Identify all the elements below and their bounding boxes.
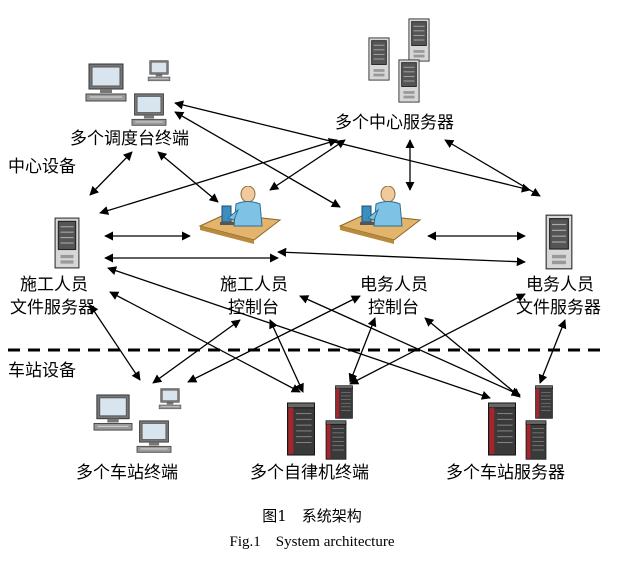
station-terminal-icon	[93, 394, 133, 431]
electrical-console-label-line2: 控制台	[368, 298, 419, 318]
construction-file-server-icon	[54, 217, 80, 269]
dispatch-terminal-icon	[131, 93, 167, 126]
figure-caption-en: Fig.1 System architecture	[230, 534, 395, 550]
construction-file-server-label-line1: 施工人员	[20, 275, 88, 295]
construction-console-label-line2: 控制台	[228, 298, 279, 318]
self-service-terminal-icon	[335, 385, 353, 419]
station-server-icon	[535, 385, 553, 419]
station-server-icon	[525, 420, 547, 460]
electrical-console-icon	[339, 186, 421, 245]
center-servers-label: 多个中心服务器	[335, 113, 454, 133]
construction-console-label-line1: 施工人员	[220, 275, 288, 295]
station-terminals-label: 多个车站终端	[76, 463, 178, 483]
construction-console-icon	[199, 186, 281, 245]
center-server-icon	[398, 59, 420, 103]
zone-label-center: 中心设备	[8, 157, 76, 177]
zone-label-station: 车站设备	[8, 361, 76, 381]
dispatch-terminal-icon	[147, 60, 171, 82]
station-terminal-icon	[158, 388, 182, 410]
electrical-file-server-icon	[545, 214, 573, 270]
station-terminal-icon	[136, 420, 172, 453]
self-service-terminal-icon	[286, 402, 316, 456]
construction-file-server-label-line2: 文件服务器	[10, 298, 95, 318]
center-server-icon	[408, 18, 430, 62]
station-server-icon	[487, 402, 517, 456]
dispatch-terminal-icon	[85, 63, 127, 102]
center-server-icon	[368, 37, 390, 81]
station-servers-label: 多个车站服务器	[446, 463, 565, 483]
electrical-console-label-line1: 电务人员	[360, 275, 428, 295]
connection-lines	[89, 100, 567, 400]
self-service-terminal-icon	[325, 420, 347, 460]
self-service-terminals-label: 多个自律机终端	[250, 463, 369, 483]
figure-caption-cn: 图1 系统架构	[262, 507, 362, 525]
electrical-file-server-label-line2: 文件服务器	[516, 298, 601, 318]
dispatch-terminals-label: 多个调度台终端	[70, 129, 189, 149]
electrical-file-server-label-line1: 电务人员	[526, 275, 594, 295]
